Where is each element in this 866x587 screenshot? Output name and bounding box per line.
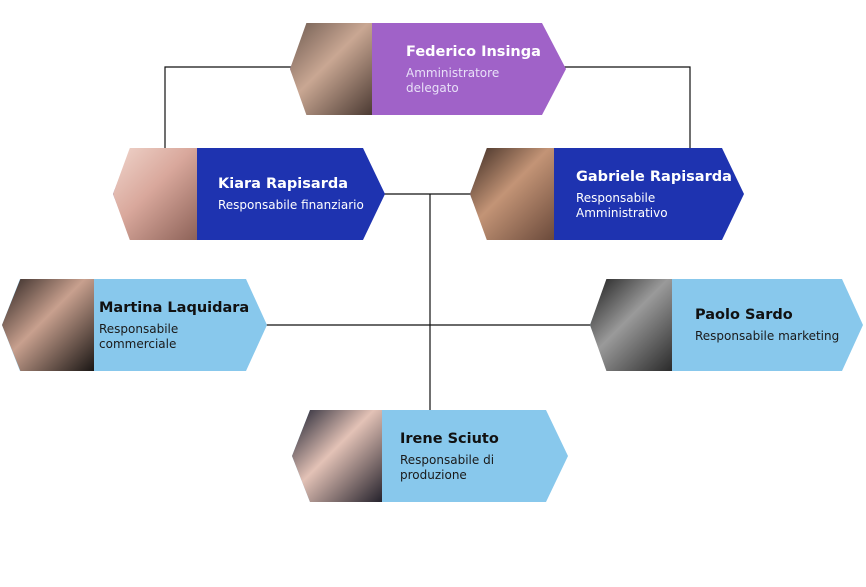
person-portrait-icon: [113, 148, 197, 240]
person-name: Irene Sciuto: [400, 430, 499, 447]
person-role: Responsabile marketing: [695, 329, 840, 343]
card-kiara-rapisarda[interactable]: Kiara Rapisarda Responsabile finanziario: [113, 148, 385, 240]
connector-ceo-to-kiara: [164, 66, 292, 150]
person-role: Responsabile di produzione: [400, 452, 495, 482]
card-martina-laquidara[interactable]: Martina Laquidara Responsabile commercia…: [2, 279, 267, 371]
card-federico-insinga[interactable]: Federico Insinga Amministratore delegato: [290, 23, 566, 115]
person-portrait-icon: [2, 279, 94, 371]
person-role: Amministratore delegato: [406, 65, 500, 95]
connector-ceo-to-gabriele: [563, 66, 691, 150]
person-role: Responsabile commerciale: [99, 321, 179, 351]
person-name: Federico Insinga: [406, 43, 541, 60]
person-name: Gabriele Rapisarda: [576, 168, 732, 185]
card-irene-sciuto[interactable]: Irene Sciuto Responsabile di produzione: [292, 410, 568, 502]
person-portrait-icon: [470, 148, 554, 240]
card-gabriele-rapisarda[interactable]: Gabriele Rapisarda Responsabile Amminist…: [470, 148, 744, 240]
person-portrait-icon: [292, 410, 382, 502]
person-role: Responsabile finanziario: [218, 198, 364, 212]
person-name: Kiara Rapisarda: [218, 176, 349, 192]
person-portrait-icon: [590, 279, 672, 371]
person-name: Paolo Sardo: [695, 307, 793, 323]
person-role: Responsabile Amministrativo: [576, 190, 668, 220]
person-portrait-icon: [290, 23, 372, 115]
person-name: Martina Laquidara: [99, 299, 250, 316]
card-paolo-sardo[interactable]: Paolo Sardo Responsabile marketing: [590, 279, 863, 371]
